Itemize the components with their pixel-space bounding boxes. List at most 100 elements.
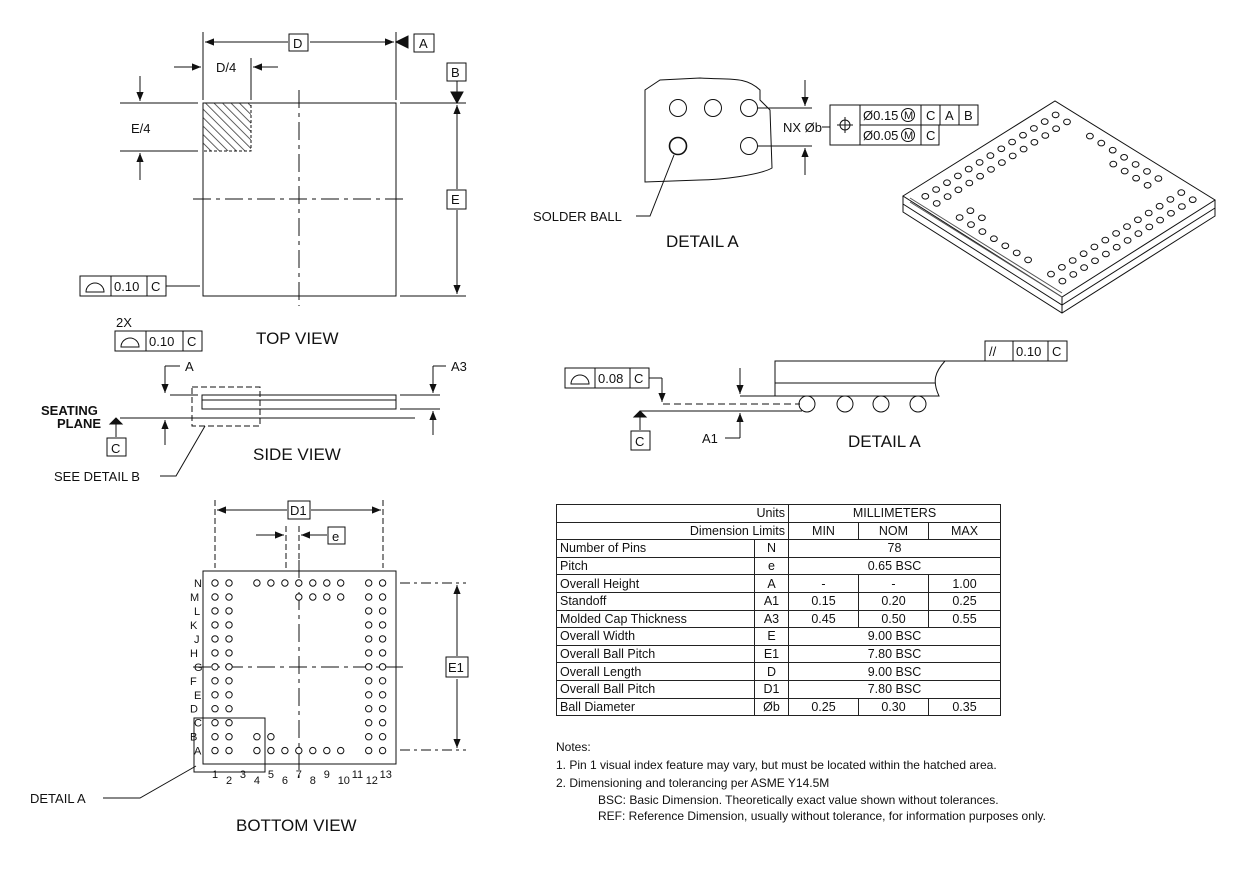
param-symbol: E1 <box>754 644 789 664</box>
solder-ball-3d <box>1102 250 1110 258</box>
solder-ball <box>225 607 233 615</box>
solder-ball-3d <box>1080 264 1088 271</box>
solder-ball-3d <box>1188 196 1197 203</box>
column-number: 2 <box>226 775 232 787</box>
solder-ball <box>253 746 261 755</box>
seating-plane-label-2: PLANE <box>57 416 101 431</box>
solder-ball-3d <box>1051 111 1060 119</box>
solder-ball <box>365 691 373 699</box>
solder-ball-3d <box>1123 223 1131 230</box>
row-letter: F <box>190 676 197 688</box>
solder-ball <box>309 593 317 601</box>
solder-ball-3d <box>1058 264 1066 271</box>
bottom-view-title: BOTTOM VIEW <box>236 816 357 835</box>
solder-ball <box>365 649 373 657</box>
tol1-datum-b: B <box>964 108 973 123</box>
param-min: 0.45 <box>788 609 859 629</box>
solder-ball-3d <box>1109 160 1118 168</box>
param-min: 0.25 <box>788 697 859 717</box>
tol1-datum-a: A <box>945 108 954 123</box>
datum-a-side: A <box>185 359 194 374</box>
solder-ball-3d <box>1019 145 1028 153</box>
solder-ball-3d <box>990 235 998 242</box>
solder-ball <box>365 635 373 643</box>
param-name: Number of Pins <box>556 539 755 558</box>
column-number: 12 <box>366 775 378 787</box>
solder-ball <box>378 733 387 741</box>
solder-ball-3d <box>1047 270 1055 278</box>
detail-a-side-title: DETAIL A <box>848 432 921 451</box>
datum-a: A <box>419 36 428 51</box>
param-nom: 0.30 <box>858 697 929 717</box>
column-number: 5 <box>268 769 274 781</box>
solder-ball <box>211 579 219 587</box>
solder-ball <box>211 593 219 601</box>
position-tol-1: Ø0.15 <box>863 108 898 123</box>
top-view <box>79 32 467 352</box>
solder-ball-3d <box>965 179 974 187</box>
solder-ball <box>378 635 387 643</box>
side-view-labels: A A3 SEATING PLANE C SEE DETAIL B SIDE V… <box>41 359 467 484</box>
param-symbol: E <box>754 627 789 646</box>
solder-ball-3d <box>1030 125 1038 132</box>
mmc-symbol-2: M <box>904 130 913 142</box>
detail-a-side <box>564 340 1068 451</box>
param-value: 7.80 BSC <box>788 644 1001 664</box>
solder-ball <box>211 621 219 629</box>
solder-ball <box>211 649 219 657</box>
param-nom: - <box>858 574 929 593</box>
param-symbol: A3 <box>754 609 789 629</box>
solder-ball-3d <box>943 179 951 186</box>
notes: Notes: 1. Pin 1 visual index feature may… <box>556 738 1046 824</box>
coplanarity-value: 0.08 <box>598 371 623 386</box>
solder-ball <box>267 746 275 755</box>
solder-ball-3d <box>1108 146 1117 154</box>
e4-label: E/4 <box>131 121 151 136</box>
ball-grid-3d <box>921 111 1197 285</box>
datum-c: C <box>111 441 120 456</box>
min-header: MIN <box>788 521 859 541</box>
solder-ball <box>309 746 317 755</box>
param-name: Overall Width <box>556 627 755 646</box>
flatness2-value: 0.10 <box>149 334 174 349</box>
solder-ball-3d <box>1091 257 1099 265</box>
parallel-datum: C <box>1052 344 1061 359</box>
solder-ball-3d <box>1143 182 1152 189</box>
side-view <box>106 365 446 477</box>
solder-ball <box>225 705 233 713</box>
solder-ball <box>378 607 387 615</box>
param-symbol: D <box>754 662 789 681</box>
row-letter: J <box>194 634 200 646</box>
solder-ball-3d <box>955 214 964 221</box>
solder-ball <box>378 579 387 587</box>
solder-ball <box>378 593 387 601</box>
detail-a-top-title: DETAIL A <box>666 232 739 251</box>
side-view-body <box>201 394 397 410</box>
see-detail-b: SEE DETAIL B <box>54 469 140 484</box>
flatness2-datum: C <box>187 334 196 349</box>
solder-ball-3d <box>1178 203 1186 210</box>
parallel-value: 0.10 <box>1016 344 1041 359</box>
e1-label: E1 <box>448 660 464 675</box>
param-symbol: A <box>754 574 789 593</box>
solder-ball-3d <box>1177 189 1186 196</box>
top-view-title: TOP VIEW <box>256 329 339 348</box>
solder-ball-3d <box>932 200 941 207</box>
solder-ball <box>378 663 387 671</box>
top-view-labels: D A B E D/4 E/4 0.10 C 2X 0.10 C TOP VIE… <box>114 36 460 349</box>
units-header: Units <box>556 504 789 523</box>
solder-ball-3d <box>921 193 930 200</box>
solder-ball-3d <box>1030 139 1039 146</box>
solder-ball-3d <box>975 159 984 166</box>
tol1-datum-c: C <box>926 108 935 123</box>
flatness-datum: C <box>151 279 160 294</box>
solder-ball <box>378 719 387 727</box>
solder-ball-3d <box>1132 174 1140 182</box>
notes-heading: Notes: <box>556 740 591 754</box>
